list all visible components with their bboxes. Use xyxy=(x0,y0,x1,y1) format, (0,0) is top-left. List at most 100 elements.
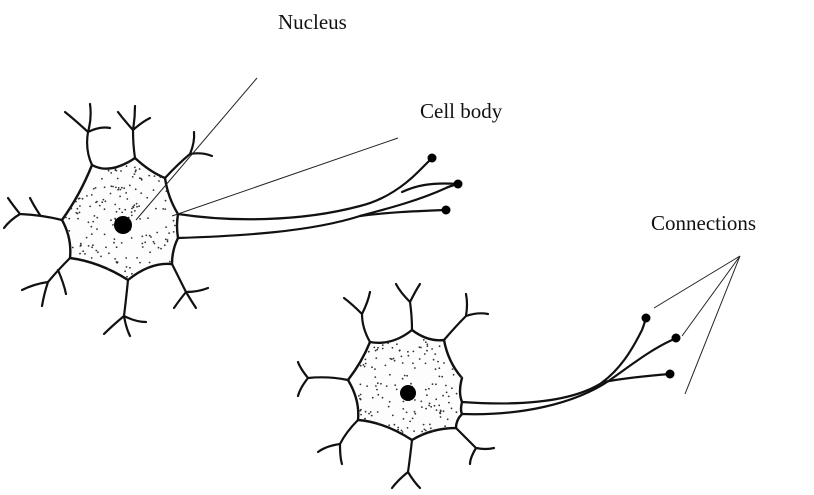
cytoplasm-dot xyxy=(443,410,445,412)
cytoplasm-dot xyxy=(131,211,133,213)
cytoplasm-dot xyxy=(108,170,110,172)
cytoplasm-dot xyxy=(389,374,391,376)
cytoplasm-dot xyxy=(402,378,404,380)
cytoplasm-dot xyxy=(105,246,107,248)
cytoplasm-dot xyxy=(440,413,442,415)
cytoplasm-dot xyxy=(104,234,106,236)
cytoplasm-dot xyxy=(121,187,123,189)
cytoplasm-dot xyxy=(153,189,155,191)
cytoplasm-dot xyxy=(414,413,416,415)
cytoplasm-dot xyxy=(444,425,446,427)
cytoplasm-dot xyxy=(394,424,396,426)
cytoplasm-dot xyxy=(371,415,373,417)
cytoplasm-dot xyxy=(115,187,117,189)
cytoplasm-dot xyxy=(410,383,412,385)
cytoplasm-dot xyxy=(104,208,106,210)
cytoplasm-dot xyxy=(134,210,136,212)
cytoplasm-dot xyxy=(119,189,121,191)
cytoplasm-dot xyxy=(139,218,141,220)
cytoplasm-dot xyxy=(107,268,109,270)
cytoplasm-dot xyxy=(116,246,118,248)
cytoplasm-dot xyxy=(91,233,93,235)
neuron-2-terminal xyxy=(672,334,681,343)
cytoplasm-dot xyxy=(388,424,390,426)
cytoplasm-dot xyxy=(453,374,455,376)
cytoplasm-dot xyxy=(164,208,166,210)
cytoplasm-dot xyxy=(136,203,138,205)
cytoplasm-dot xyxy=(371,366,373,368)
cytoplasm-dot xyxy=(429,424,431,426)
cytoplasm-dot xyxy=(80,245,82,247)
cytoplasm-dot xyxy=(78,198,80,200)
cytoplasm-dot xyxy=(121,212,123,214)
cytoplasm-dot xyxy=(158,247,160,249)
cytoplasm-dot xyxy=(407,427,409,429)
cytoplasm-dot xyxy=(403,401,405,403)
cytoplasm-dot xyxy=(92,244,94,246)
cytoplasm-dot xyxy=(430,427,432,429)
cytoplasm-dot xyxy=(116,211,118,213)
neuron-1-axon xyxy=(178,158,458,238)
cytoplasm-dot xyxy=(426,394,428,396)
cytoplasm-dot xyxy=(165,226,167,228)
cytoplasm-dot xyxy=(368,413,370,415)
cytoplasm-dot xyxy=(68,230,70,232)
cytoplasm-dot xyxy=(413,351,415,353)
cytoplasm-dot xyxy=(160,176,162,178)
cytoplasm-dot xyxy=(141,243,143,245)
cytoplasm-dot xyxy=(118,187,120,189)
cytoplasm-dot xyxy=(380,383,382,385)
cytoplasm-dot xyxy=(114,204,116,206)
cytoplasm-dot xyxy=(423,339,425,341)
cytoplasm-dot xyxy=(132,206,134,208)
neuron-2-axon xyxy=(462,318,676,414)
cytoplasm-dot xyxy=(68,218,70,220)
cytoplasm-dot xyxy=(392,415,394,417)
cytoplasm-dot xyxy=(112,224,114,226)
cytoplasm-dot xyxy=(70,208,72,210)
cytoplasm-dot xyxy=(89,206,91,208)
cytoplasm-dot xyxy=(375,357,377,359)
cytoplasm-dot xyxy=(65,217,67,219)
cytoplasm-dot xyxy=(396,343,398,345)
cytoplasm-dot xyxy=(360,384,362,386)
cytoplasm-dot xyxy=(113,242,115,244)
cytoplasm-dot xyxy=(126,266,128,268)
cytoplasm-dot xyxy=(451,387,453,389)
cytoplasm-dot xyxy=(114,258,116,260)
cytoplasm-dot xyxy=(424,429,426,431)
cytoplasm-dot xyxy=(420,401,422,403)
neuron-1-terminal xyxy=(454,180,463,189)
cytoplasm-dot xyxy=(150,236,152,238)
cytoplasm-dot xyxy=(434,353,436,355)
connections-leader-line xyxy=(682,256,740,336)
cytoplasm-dot xyxy=(448,396,450,398)
cytoplasm-dot xyxy=(404,375,406,377)
cytoplasm-dot xyxy=(412,418,414,420)
cytoplasm-dot xyxy=(377,394,379,396)
cytoplasm-dot xyxy=(423,424,425,426)
cytoplasm-dot xyxy=(456,411,458,413)
cytoplasm-dot xyxy=(396,389,398,391)
cytoplasm-dot xyxy=(82,198,84,200)
cytoplasm-dot xyxy=(421,431,423,433)
cytoplasm-dot xyxy=(132,176,134,178)
cytoplasm-dot xyxy=(147,217,149,219)
cytoplasm-dot xyxy=(406,412,408,414)
cytoplasm-dot xyxy=(360,394,362,396)
cytoplasm-dot xyxy=(437,361,439,363)
cytoplasm-dot xyxy=(162,208,164,210)
cytoplasm-dot xyxy=(131,215,133,217)
cytoplasm-dot xyxy=(88,245,90,247)
cytoplasm-dot xyxy=(91,246,93,248)
cytoplasm-dot xyxy=(448,402,450,404)
cytoplasm-dot xyxy=(165,238,167,240)
cytoplasm-dot xyxy=(386,385,388,387)
neuron-2-dendrite-left xyxy=(298,362,348,396)
cytoplasm-dot xyxy=(121,242,123,244)
cytoplasm-dot xyxy=(144,241,146,243)
cytoplasm-dot xyxy=(123,187,125,189)
nucleus-leader-line xyxy=(136,78,257,220)
cytoplasm-dot xyxy=(439,345,441,347)
neuron-2-dendrite-top-right xyxy=(444,294,488,340)
